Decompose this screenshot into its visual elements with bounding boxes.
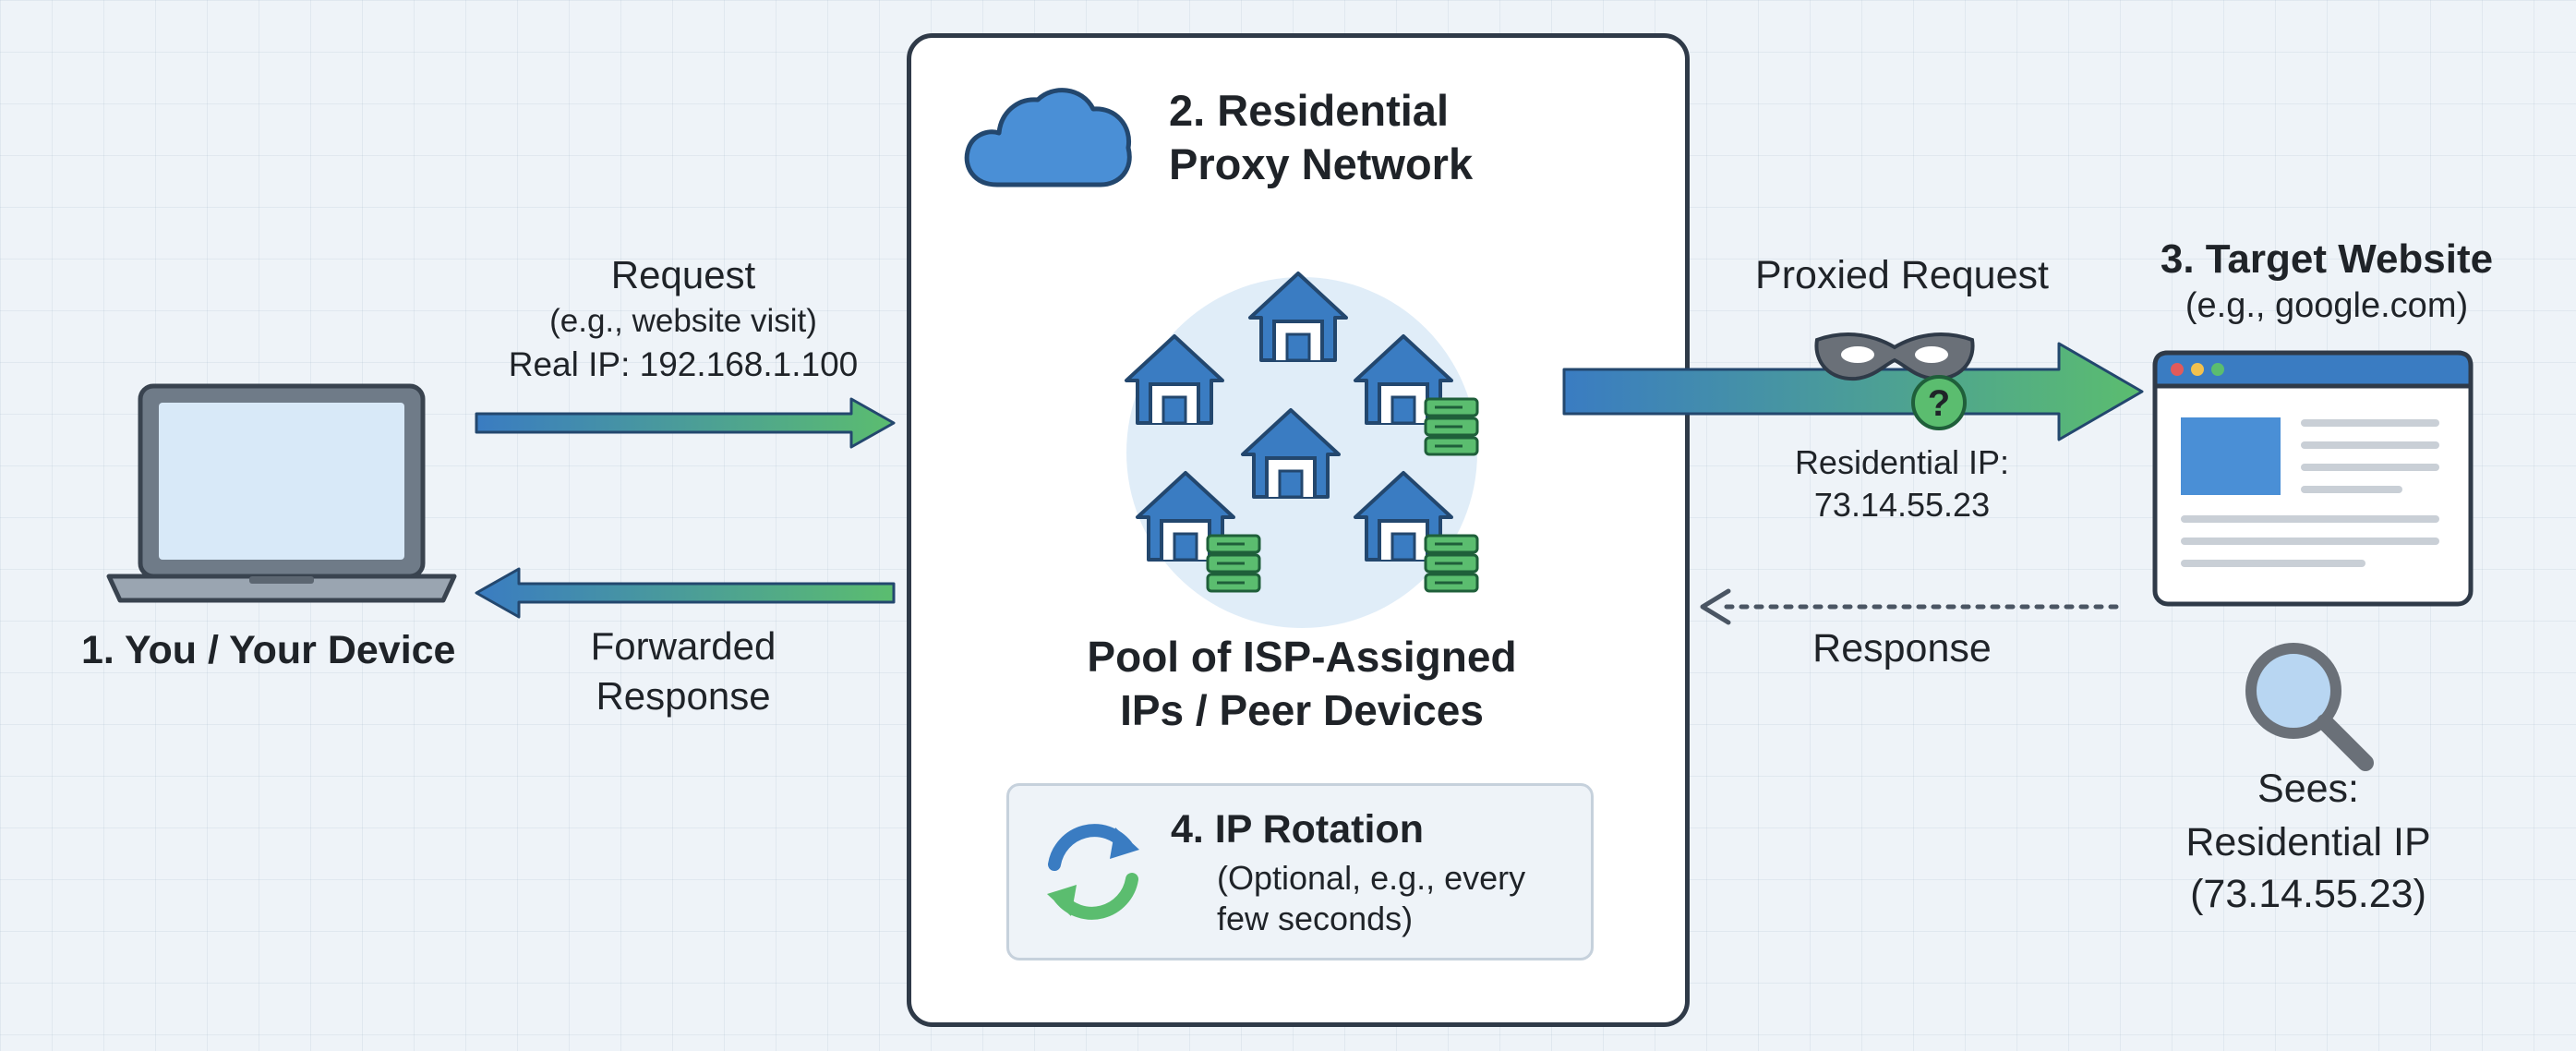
magnifier-icon	[2245, 643, 2374, 771]
request-arrow	[475, 397, 896, 449]
svg-text:?: ?	[1928, 383, 1950, 424]
device-label: 1. You / Your Device	[81, 628, 456, 672]
sees-line3: (73.14.55.23)	[2190, 872, 2426, 916]
pool-line1: Pool of ISP-Assigned	[1087, 633, 1517, 681]
rotation-title: 4. IP Rotation	[1171, 807, 1424, 852]
rotation-detail-line2: few seconds)	[1217, 900, 1414, 937]
proxy-title-line1: 2. Residential	[1169, 86, 1449, 135]
forwarded-line2: Response	[596, 674, 771, 718]
pool-line2: IPs / Peer Devices	[1120, 686, 1484, 734]
laptop-icon	[106, 383, 457, 603]
browser-window-icon	[2152, 350, 2474, 607]
refresh-icon	[1047, 824, 1139, 920]
request-real-ip: Real IP: 192.168.1.100	[508, 345, 859, 383]
forwarded-line1: Forwarded	[590, 624, 776, 668]
peer-devices-cluster	[1125, 272, 1479, 628]
forwarded-response-arrow	[475, 567, 896, 619]
server-icon	[1424, 397, 1479, 456]
sees-line1: Sees:	[2257, 767, 2359, 811]
proxied-request-title: Proxied Request	[1755, 253, 2049, 297]
cloud-icon	[964, 88, 1132, 187]
request-detail: (e.g., website visit)	[549, 303, 817, 339]
proxied-ip-value: 73.14.55.23	[1813, 486, 1991, 524]
response-label: Response	[1812, 626, 1992, 670]
sees-line2: Residential IP	[2185, 820, 2431, 864]
request-title: Request	[610, 253, 756, 296]
ip-rotation-panel	[1006, 783, 1594, 960]
server-icon	[1206, 534, 1261, 593]
proxied-request-arrow	[1562, 342, 2144, 441]
mask-icon: ?	[1814, 332, 1975, 430]
rotation-detail-line1: (Optional, e.g., every	[1217, 859, 1526, 897]
proxied-ip-label: Residential IP:	[1794, 443, 2010, 481]
proxy-title-line2: Proxy Network	[1169, 139, 1474, 188]
target-subtitle: (e.g., google.com)	[2185, 286, 2469, 325]
response-arrow	[1700, 588, 2126, 625]
target-title: 3. Target Website	[2160, 236, 2494, 282]
server-icon	[1424, 534, 1479, 593]
